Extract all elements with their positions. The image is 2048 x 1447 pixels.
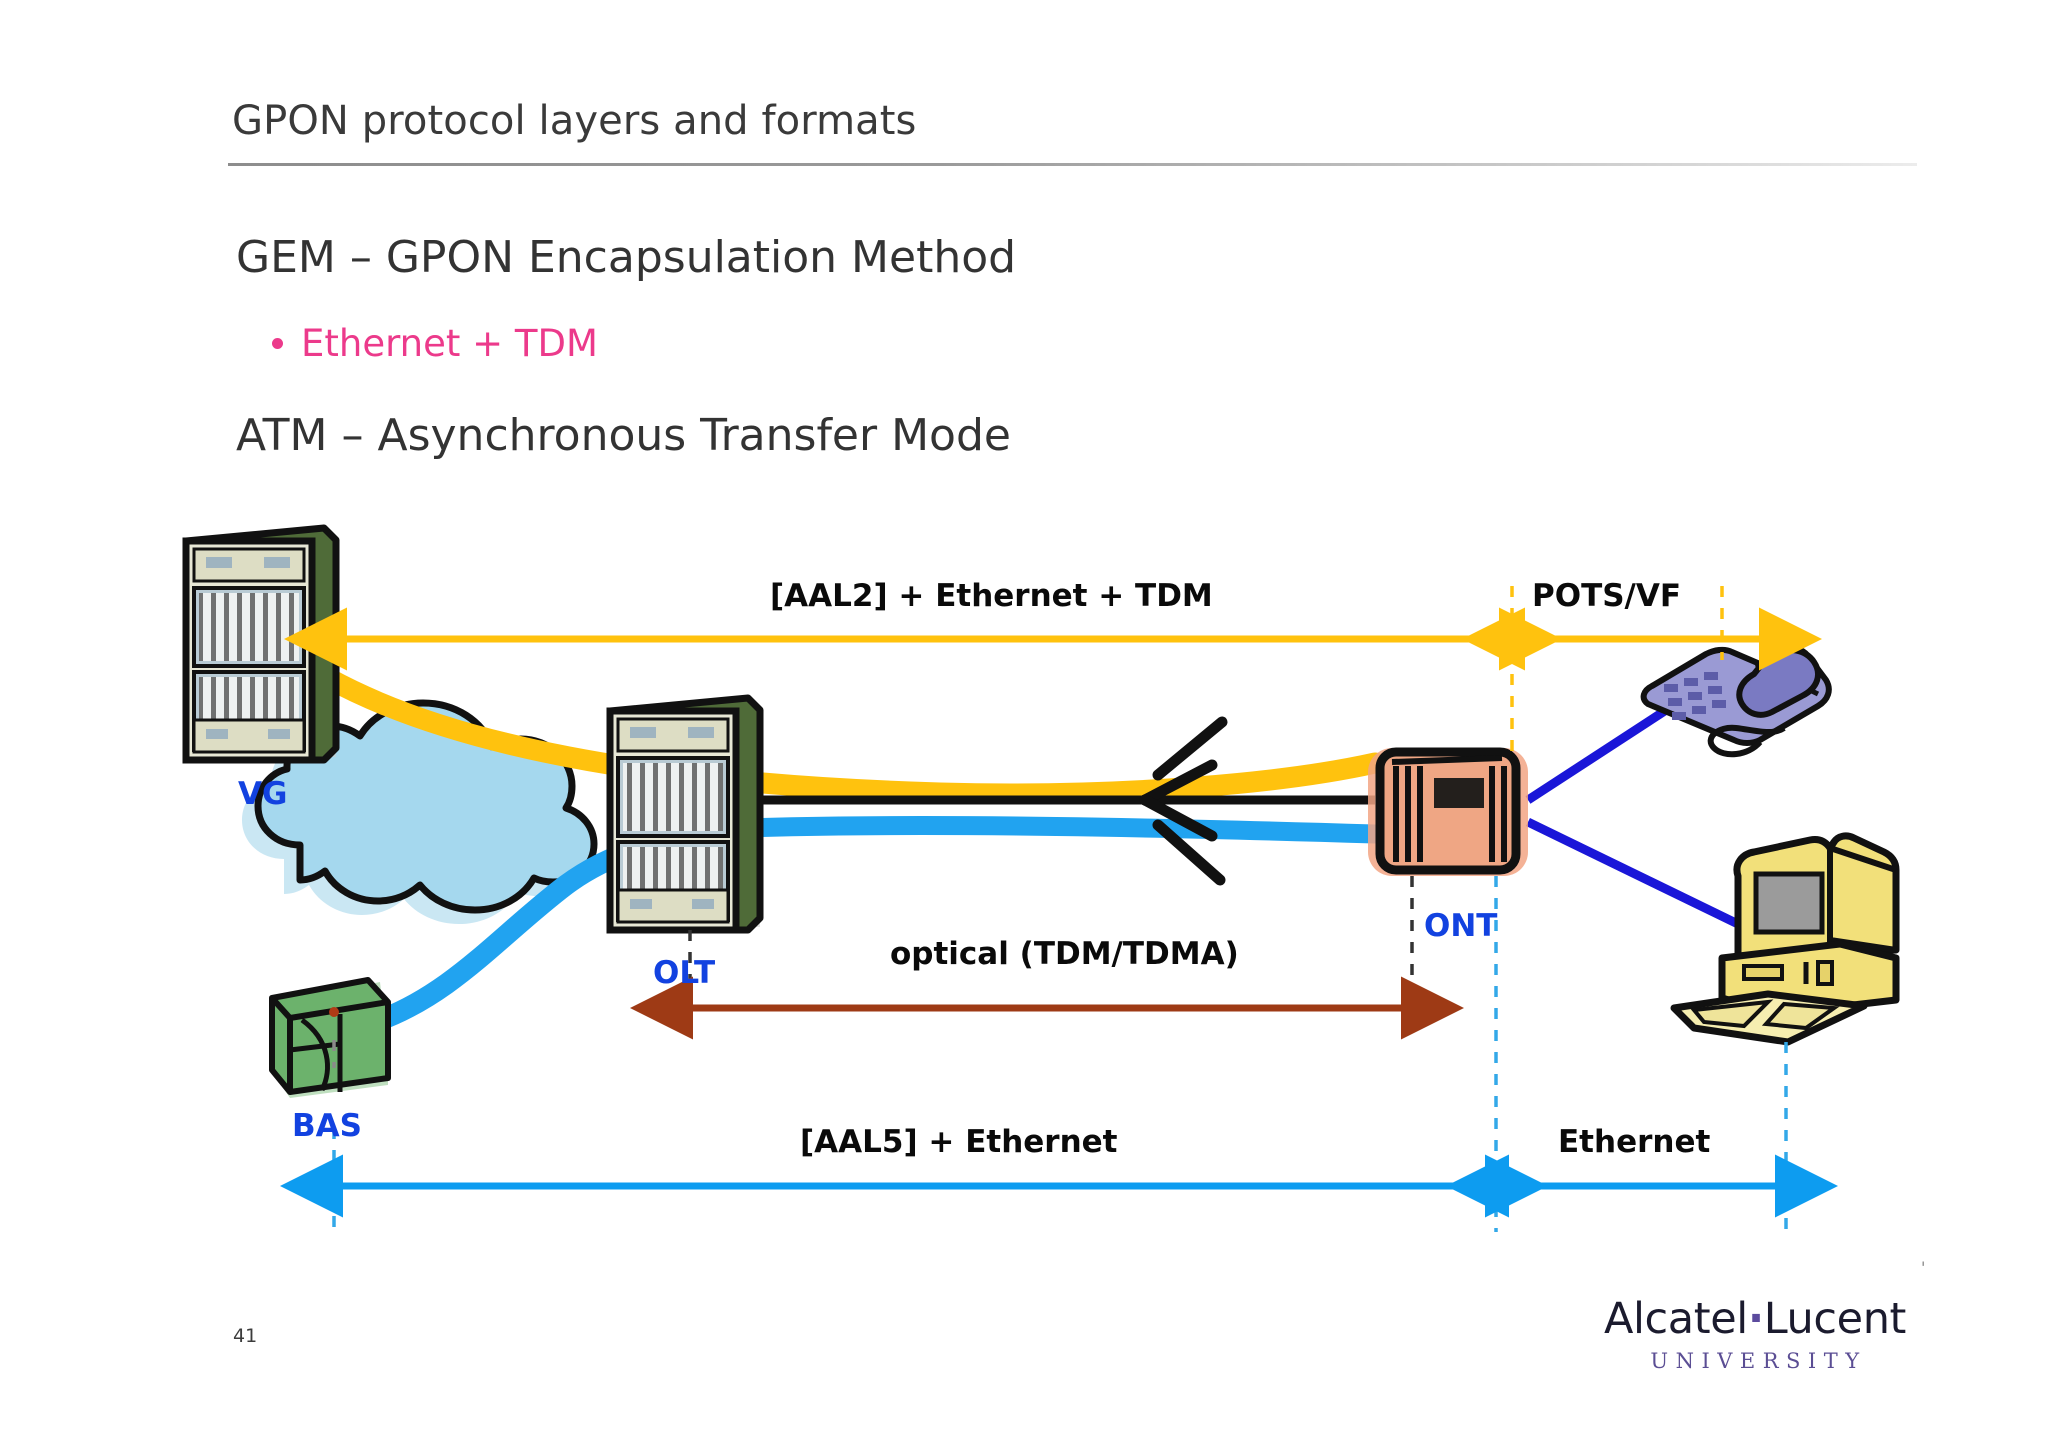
logo-brand-left: Alcatel — [1603, 1294, 1748, 1344]
node-desktop-computer — [1670, 832, 1900, 1046]
title-divider — [228, 163, 1917, 166]
footer-tick-mark: ' — [1921, 1258, 1926, 1277]
node-olt-rack — [606, 694, 764, 934]
node-bas-server — [269, 977, 391, 1098]
span-label-aal2: [AAL2] + Ethernet + TDM — [770, 578, 1213, 614]
node-label-ont: ONT — [1424, 908, 1498, 944]
span-label-optical: optical (TDM/TDMA) — [890, 936, 1239, 972]
node-label-vg: VG — [238, 776, 288, 812]
bullet-dot-icon — [272, 338, 283, 349]
node-vg-rack — [182, 524, 340, 764]
link-ont-pc — [1526, 817, 1742, 930]
span-label-ethernet: Ethernet — [1558, 1124, 1711, 1160]
span-label-potsvf: POTS/VF — [1532, 578, 1682, 614]
heading-atm: ATM – Asynchronous Transfer Mode — [236, 410, 1011, 461]
logo-brand: Alcatel·Lucent — [1590, 1294, 1920, 1344]
logo-separator-dot: · — [1747, 1294, 1764, 1344]
bullet-label: Ethernet + TDM — [301, 322, 598, 365]
link-vg-ont-yellow — [317, 667, 1386, 805]
span-label-aal5: [AAL5] + Ethernet — [800, 1124, 1118, 1160]
node-ont-modem — [1368, 747, 1528, 876]
alcatel-lucent-university-logo: Alcatel·Lucent UNIVERSITY — [1590, 1294, 1920, 1374]
node-label-bas: BAS — [292, 1108, 362, 1144]
network-cloud-icon — [242, 699, 598, 924]
logo-brand-right: Lucent — [1763, 1294, 1907, 1344]
logo-subtitle: UNIVERSITY — [1650, 1349, 1867, 1374]
page-number: 41 — [233, 1325, 258, 1347]
heading-gem: GEM – GPON Encapsulation Method — [236, 232, 1017, 283]
link-olt-ont-blue — [735, 816, 1385, 844]
node-desk-phone — [1640, 645, 1832, 758]
bullet-item-ethernet-tdm: Ethernet + TDM — [272, 322, 598, 365]
page-title: GPON protocol layers and formats — [232, 98, 917, 144]
optical-splitter-icon — [1139, 716, 1228, 886]
node-label-olt: OLT — [653, 955, 716, 991]
